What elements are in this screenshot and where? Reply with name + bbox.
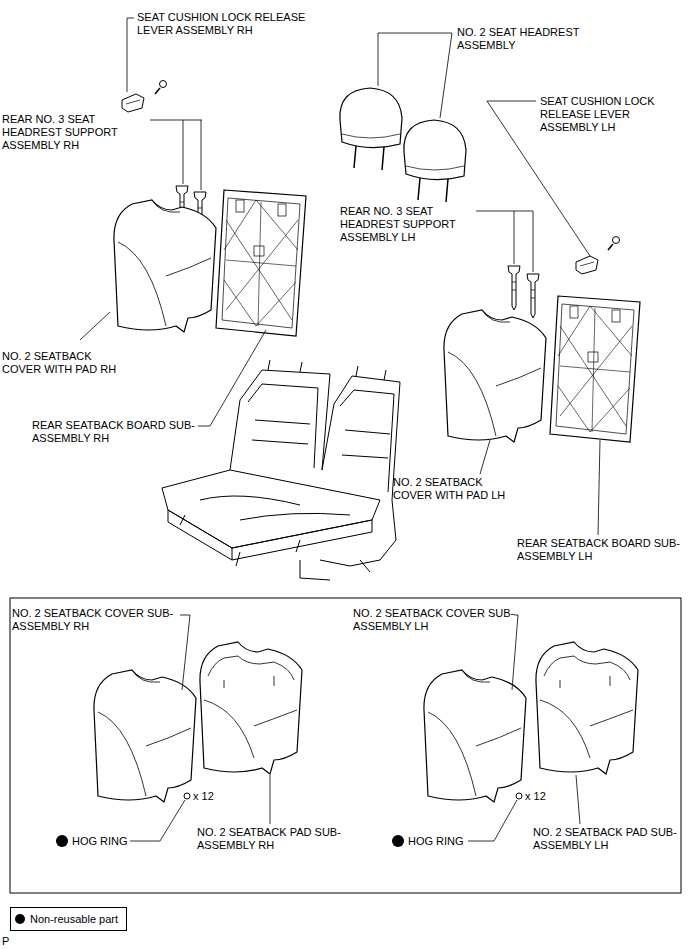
part-name: HOG RING — [72, 835, 142, 848]
part-name: NO. 2 SEATBACK COVER SUB-ASSEMBLY RH — [12, 607, 178, 633]
part-name: NO. 2 SEATBACK PAD SUB-ASSEMBLY RH — [197, 826, 347, 852]
part-name: HOG RING — [408, 835, 478, 848]
legend-box: Non-reusable part — [10, 907, 127, 931]
part-name: REAR NO. 3 SEAT HEADREST SUPPORT ASSEMBL… — [2, 113, 142, 152]
quantity-note: x 12 — [193, 790, 233, 803]
legend-text: Non-reusable part — [30, 913, 118, 925]
quantity-note: x 12 — [525, 790, 565, 803]
part-name: NO. 2 SEATBACK PAD SUB-ASSEMBLY LH — [533, 826, 683, 852]
part-name: SEAT CUSHION LOCK RELEASE LEVER ASSEMBLY… — [137, 11, 327, 37]
part-name: NO. 2 SEAT HEADREST ASSEMBLY — [457, 26, 617, 52]
part-name: REAR SEATBACK BOARD SUB-ASSEMBLY LH — [517, 537, 685, 563]
legend-symbol — [15, 914, 25, 924]
page-mark: P — [2, 935, 22, 948]
part-name: NO. 2 SEATBACK COVER SUB-ASSEMBLY LH — [353, 607, 519, 633]
part-name: NO. 2 SEATBACK COVER WITH PAD RH — [2, 350, 132, 376]
part-name: NO. 2 SEATBACK COVER WITH PAD LH — [393, 476, 523, 502]
part-name: REAR SEATBACK BOARD SUB-ASSEMBLY RH — [32, 419, 198, 445]
part-name: SEAT CUSHION LOCK RELEASE LEVER ASSEMBLY… — [540, 95, 683, 134]
part-name: REAR NO. 3 SEAT HEADREST SUPPORT ASSEMBL… — [340, 205, 476, 244]
